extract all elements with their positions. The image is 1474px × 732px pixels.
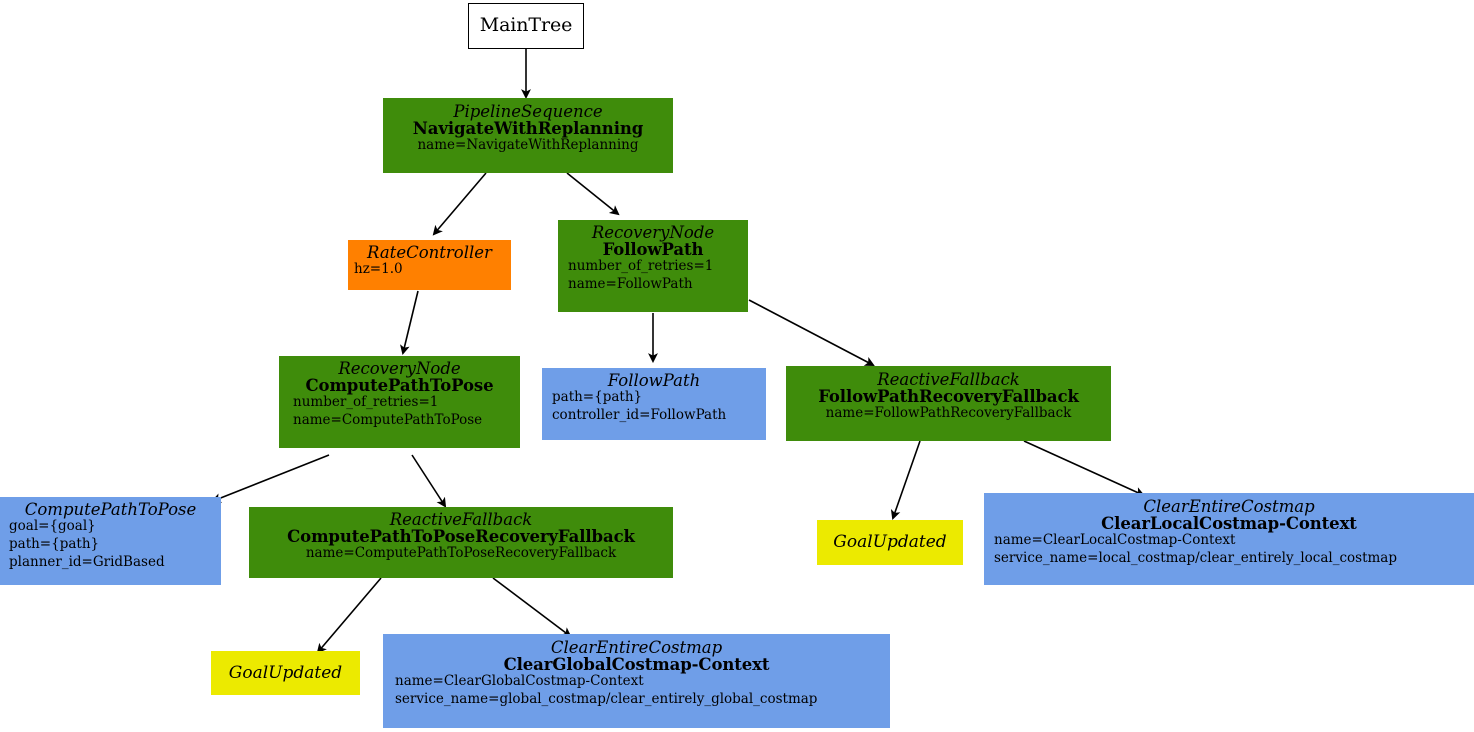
node-clear-global-costmap[interactable]: ClearEntireCostmap ClearGlobalCostmap-Co…: [383, 634, 890, 728]
edge-computepathtopose-recovery-to-computepathtopose-action: [211, 454, 330, 503]
node-compute-path-to-pose-recovery[interactable]: RecoveryNode ComputePathToPose number_of…: [279, 356, 520, 448]
node-follow-path-recovery-name: FollowPath: [602, 240, 704, 260]
edge-computepathtopose-recovery-to-computepathtoposerecoveryfallback: [411, 454, 447, 508]
node-navigate-with-replanning[interactable]: PipelineSequence NavigateWithReplanning …: [383, 98, 673, 173]
node-compute-path-to-pose-action[interactable]: ComputePathToPose goal={goal} path={path…: [0, 497, 221, 585]
node-follow-path-recovery-fallback[interactable]: ReactiveFallback FollowPathRecoveryFallb…: [786, 366, 1111, 441]
edge-computepathtoposerecoveryfallback-to-clearglobalcostmap: [492, 577, 572, 638]
node-follow-path-action-attrs: path={path} controller_id=FollowPath: [552, 389, 727, 423]
node-compute-path-to-pose-action-attrs: goal={goal} path={path} planner_id=GridB…: [9, 518, 165, 570]
node-rate-controller-type: RateController: [367, 243, 492, 262]
node-compute-path-to-pose-recovery-fallback-type: ReactiveFallback: [389, 510, 533, 529]
node-goal-updated-bottom-type: GoalUpdated: [228, 662, 343, 683]
node-goal-updated-right-type: GoalUpdated: [833, 532, 947, 553]
edge-computepathtoposerecoveryfallback-to-goalupdated-bottom: [316, 577, 382, 654]
node-follow-path-recovery-fallback-type: ReactiveFallback: [877, 370, 1020, 389]
node-follow-path-action[interactable]: FollowPath path={path} controller_id=Fol…: [542, 368, 766, 440]
edge-followpathrecoveryfallback-to-goalupdated-right: [890, 440, 921, 520]
node-follow-path-recovery-attrs: number_of_retries=1 name=FollowPath: [568, 258, 714, 293]
node-compute-path-to-pose-recovery-type: RecoveryNode: [338, 359, 461, 378]
edge-followpath-recovery-to-followpathrecoveryfallback: [748, 299, 875, 366]
node-maintree[interactable]: MainTree: [468, 3, 584, 49]
node-maintree-label: MainTree: [479, 14, 573, 37]
node-clear-global-costmap-type: ClearEntireCostmap: [550, 638, 723, 657]
node-follow-path-recovery[interactable]: RecoveryNode FollowPath number_of_retrie…: [558, 220, 748, 312]
node-compute-path-to-pose-recovery-fallback[interactable]: ReactiveFallback ComputePathToPoseRecove…: [249, 507, 673, 578]
node-follow-path-recovery-type: RecoveryNode: [591, 223, 715, 242]
node-compute-path-to-pose-recovery-name: ComputePathToPose: [305, 376, 494, 396]
node-goal-updated-right[interactable]: GoalUpdated: [817, 520, 963, 565]
edge-navigatewithreplanning-to-ratecontroller: [432, 172, 487, 236]
node-navigate-with-replanning-name: NavigateWithReplanning: [412, 119, 644, 139]
node-rate-controller-attrs: hz=1.0: [354, 261, 403, 278]
edge-navigatewithreplanning-to-followpath-recovery: [566, 172, 620, 216]
node-compute-path-to-pose-recovery-fallback-name: ComputePathToPoseRecoveryFallback: [287, 527, 635, 547]
node-clear-local-costmap[interactable]: ClearEntireCostmap ClearLocalCostmap-Con…: [984, 493, 1474, 585]
node-follow-path-recovery-fallback-attrs: name=FollowPathRecoveryFallback: [825, 405, 1072, 422]
node-compute-path-to-pose-action-type: ComputePathToPose: [24, 500, 197, 519]
node-clear-local-costmap-attrs: name=ClearLocalCostmap-Context service_n…: [994, 532, 1398, 567]
node-clear-global-costmap-name: ClearGlobalCostmap-Context: [503, 655, 770, 675]
node-compute-path-to-pose-recovery-fallback-attrs: name=ComputePathToPoseRecoveryFallback: [305, 545, 617, 562]
node-goal-updated-bottom[interactable]: GoalUpdated: [211, 651, 360, 695]
node-clear-global-costmap-attrs: name=ClearGlobalCostmap-Context service_…: [395, 673, 818, 708]
node-compute-path-to-pose-recovery-attrs: number_of_retries=1 name=ComputePathToPo…: [293, 394, 483, 429]
node-clear-local-costmap-name: ClearLocalCostmap-Context: [1101, 514, 1357, 534]
edge-followpathrecoveryfallback-to-clearlocalcostmap: [1023, 440, 1145, 497]
node-navigate-with-replanning-attrs: name=NavigateWithReplanning: [417, 137, 639, 154]
node-navigate-with-replanning-type: PipelineSequence: [453, 102, 603, 121]
node-clear-local-costmap-type: ClearEntireCostmap: [1143, 497, 1315, 516]
node-follow-path-action-type: FollowPath: [607, 371, 701, 390]
node-follow-path-recovery-fallback-name: FollowPathRecoveryFallback: [818, 387, 1079, 407]
node-rate-controller[interactable]: RateController hz=1.0: [348, 240, 511, 290]
edge-ratecontroller-to-computepathtopose-recovery: [400, 290, 419, 356]
